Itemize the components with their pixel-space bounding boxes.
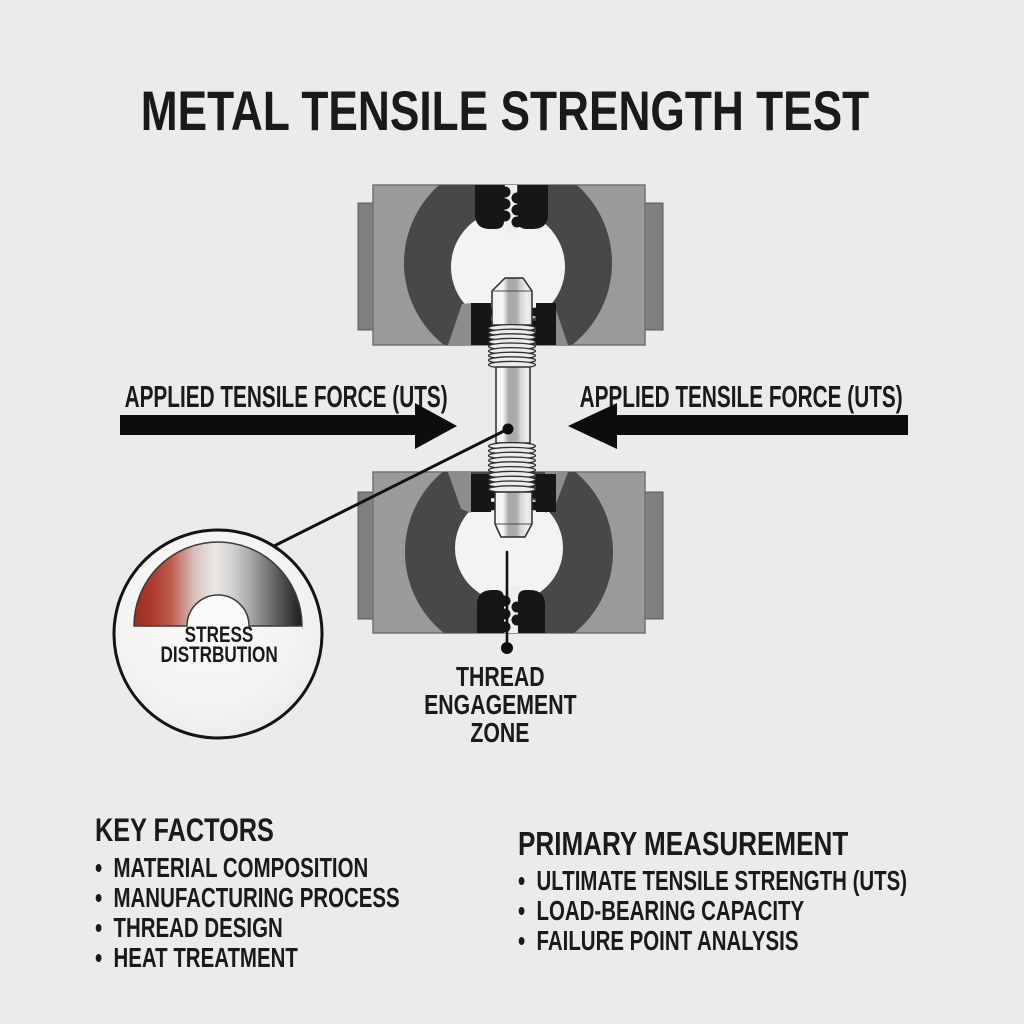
left-force-arrow (120, 403, 457, 449)
top-grip-fixture (357, 184, 664, 346)
thread-engagement-zone-label: THREAD ENGAGEMENT ZONE (423, 661, 577, 748)
list-item: THREAD DESIGN (95, 913, 512, 943)
top-left-jaw (475, 185, 511, 229)
test-specimen (487, 277, 537, 538)
list-item: HEAT TREATMENT (95, 943, 512, 973)
primary-measurement-panel: PRIMARY MEASUREMENT ULTIMATE TENSILE STR… (518, 826, 1024, 956)
applied-force-label-left: APPLIED TENSILE FORCE (UTS) (124, 379, 448, 414)
top-right-jaw (511, 185, 548, 229)
stress-gauge-inset (112, 528, 324, 740)
leader-line-stress (272, 427, 510, 548)
bottom-grip-fixture (357, 471, 664, 634)
list-item: MANUFACTURING PROCESS (95, 883, 512, 913)
specimen-top-head (491, 277, 533, 326)
top-fixture-left-tab (357, 202, 374, 331)
right-force-arrow (568, 403, 908, 449)
lower-thread-section (487, 441, 537, 494)
list-item: FAILURE POINT ANALYSIS (518, 926, 1024, 956)
stress-gauge-arc (133, 541, 303, 627)
key-factors-panel: KEY FACTORS MATERIAL COMPOSITION MANUFAC… (95, 813, 512, 973)
primary-measurement-heading: PRIMARY MEASUREMENT (518, 825, 849, 862)
page-title: METAL TENSILE STRENGTH TEST (140, 78, 870, 142)
applied-force-label-right: APPLIED TENSILE FORCE (UTS) (579, 379, 903, 414)
list-item: ULTIMATE TENSILE STRENGTH (UTS) (518, 866, 1024, 896)
stress-point-dot (502, 423, 514, 435)
bottom-fixture-bore (455, 494, 563, 602)
thread-zone-dot (501, 642, 513, 654)
bottom-fixture-right-tab (644, 491, 664, 620)
bottom-left-wedge (448, 472, 471, 513)
bottom-right-jaw (511, 590, 545, 633)
key-factors-heading: KEY FACTORS (95, 812, 274, 848)
key-factors-list: MATERIAL COMPOSITION MANUFACTURING PROCE… (95, 853, 512, 973)
top-fixture-bore (451, 210, 565, 324)
specimen-bottom-head (494, 491, 533, 538)
upper-thread-section (487, 323, 537, 369)
top-fixture-right-tab (644, 202, 664, 331)
bottom-left-jaw (477, 590, 511, 633)
top-left-wedge (448, 303, 471, 345)
list-item: MATERIAL COMPOSITION (95, 853, 512, 883)
list-item: LOAD-BEARING CAPACITY (518, 896, 1024, 926)
primary-measurement-list: ULTIMATE TENSILE STRENGTH (UTS) LOAD-BEA… (518, 866, 1024, 956)
bottom-fixture-left-tab (357, 491, 374, 620)
stress-distribution-label: STRESS DISTRBUTION (160, 622, 278, 667)
